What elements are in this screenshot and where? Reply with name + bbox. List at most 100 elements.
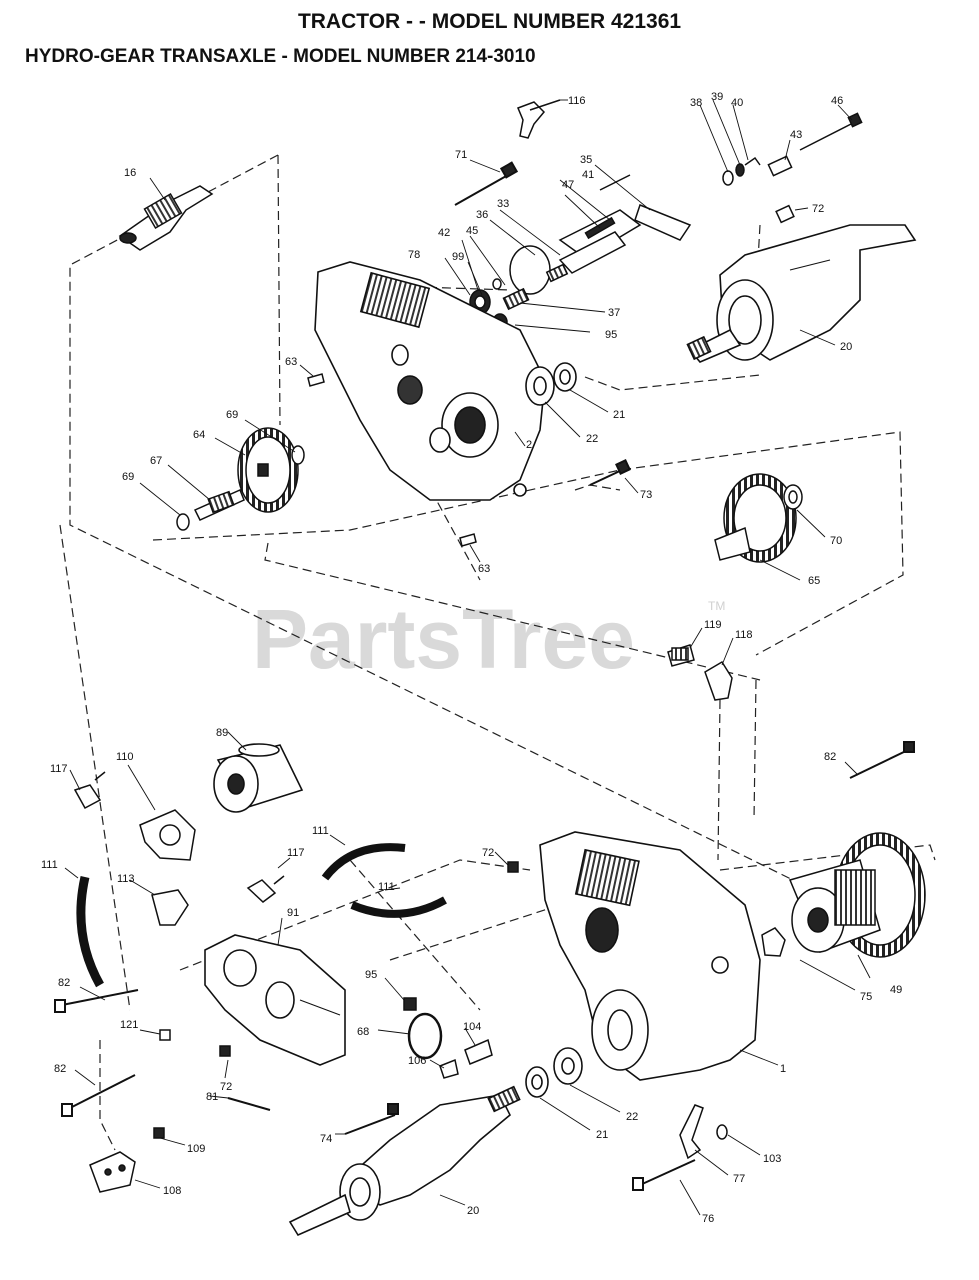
callout-118: 118 (735, 629, 753, 641)
part-74-bolt[interactable] (344, 1103, 399, 1135)
callout-65: 65 (808, 575, 820, 587)
part-95-plug-lower[interactable] (403, 997, 417, 1011)
part-117-fitting-right[interactable] (246, 875, 285, 903)
part-103-washer[interactable] (716, 1124, 728, 1140)
part-76-bolt[interactable] (632, 1159, 696, 1191)
callout-109: 109 (187, 1143, 205, 1155)
callout-20-upper: 20 (840, 341, 852, 353)
part-77-lever[interactable] (679, 1104, 704, 1160)
part-118-elbow[interactable] (704, 660, 733, 701)
part-104-fitting[interactable] (464, 1038, 493, 1065)
part-70-washer[interactable] (783, 484, 803, 510)
callout-69-right: 69 (226, 409, 238, 421)
callout-69-left: 69 (122, 471, 134, 483)
part-69-washer-left[interactable] (176, 513, 190, 531)
part-119-fitting[interactable] (667, 644, 695, 667)
callout-41: 41 (582, 169, 594, 181)
part-68-o-ring[interactable] (407, 1012, 443, 1060)
callout-63-lower: 63 (478, 563, 490, 575)
callout-95-lower: 95 (365, 969, 377, 981)
pins-and-washers[interactable] (722, 112, 863, 186)
part-82-bolt-left-upper[interactable] (54, 989, 139, 1013)
callout-75: 75 (860, 991, 872, 1003)
callout-64: 64 (193, 429, 205, 441)
callout-119: 119 (704, 619, 722, 631)
diagram-title: TRACTOR - - MODEL NUMBER 421361 (297, 10, 682, 33)
part-82-bolt-left-lower[interactable] (61, 1074, 136, 1117)
part-116-fitting[interactable] (517, 99, 561, 139)
callout-110: 110 (116, 751, 134, 763)
part-22-washer-lower[interactable] (553, 1047, 583, 1085)
callout-108: 108 (163, 1185, 181, 1197)
part-64-gear[interactable] (237, 427, 299, 513)
part-72-nut-middle[interactable] (507, 861, 519, 873)
part-121-plug[interactable] (159, 1029, 171, 1041)
callout-73: 73 (640, 489, 652, 501)
callout-labels: 116 38 39 40 46 16 71 35 43 47 41 72 33 … (41, 91, 902, 1225)
callout-22-upper: 22 (586, 433, 598, 445)
callout-113: 113 (117, 873, 135, 885)
callout-39: 39 (711, 91, 723, 103)
part-63-pin-lower[interactable] (459, 533, 477, 547)
part-72-nut-upper[interactable] (775, 204, 795, 224)
part-49-differential[interactable] (788, 832, 926, 958)
part-69-washer-right[interactable] (291, 445, 305, 465)
part-111-hose-lower[interactable] (350, 896, 447, 918)
callout-74: 74 (320, 1133, 332, 1145)
callout-72-lower: 72 (220, 1081, 232, 1093)
part-16-input-shaft[interactable] (118, 185, 214, 251)
callout-33: 33 (497, 198, 509, 210)
callout-78: 78 (408, 249, 420, 261)
part-20-axle-upper[interactable] (686, 224, 917, 363)
callout-82-left-upper: 82 (58, 977, 70, 989)
watermark-text: PartsTree (252, 592, 635, 686)
callout-106: 106 (408, 1055, 426, 1067)
callout-117-right: 117 (287, 847, 305, 859)
callout-1: 1 (780, 1063, 786, 1075)
callout-22-lower: 22 (626, 1111, 638, 1123)
callout-76: 76 (702, 1213, 714, 1225)
part-82-bolt-right[interactable] (849, 741, 915, 779)
part-75-washer[interactable] (761, 927, 786, 957)
part-20-axle-lower[interactable] (288, 1085, 521, 1237)
brake-linkage-assembly[interactable] (509, 174, 692, 295)
part-1-lower-housing[interactable] (539, 831, 761, 1081)
callout-89: 89 (216, 727, 228, 739)
part-71-bolt[interactable] (454, 161, 519, 206)
callout-49: 49 (890, 984, 902, 996)
callout-68: 68 (357, 1026, 369, 1038)
part-89-filter[interactable] (213, 743, 304, 813)
part-72-nut-lower-left[interactable] (219, 1045, 231, 1057)
diagram-subtitle: HYDRO-GEAR TRANSAXLE - MODEL NUMBER 214-… (25, 46, 536, 67)
part-110-adapter[interactable] (139, 809, 196, 861)
part-63-pin-upper[interactable] (307, 373, 325, 387)
part-113-elbow[interactable] (151, 889, 189, 926)
part-81-bolt[interactable] (227, 1097, 271, 1111)
part-73-bolt[interactable] (589, 459, 631, 486)
part-111-hose-left[interactable] (76, 876, 104, 988)
callout-121: 121 (120, 1019, 138, 1031)
part-91-pump-block[interactable] (204, 934, 346, 1066)
callout-47: 47 (562, 179, 574, 191)
callout-21-lower: 21 (596, 1129, 608, 1141)
part-2-main-housing[interactable] (314, 261, 546, 501)
part-106-fitting[interactable] (439, 1058, 459, 1079)
part-21-washer-lower[interactable] (525, 1066, 549, 1098)
part-21-washer-upper[interactable] (553, 362, 577, 392)
part-109-plug[interactable] (153, 1127, 165, 1139)
callout-72-middle: 72 (482, 847, 494, 859)
part-111-hose-upper[interactable] (321, 843, 406, 881)
part-67-shaft[interactable] (193, 488, 245, 521)
callout-77: 77 (733, 1173, 745, 1185)
callout-43: 43 (790, 129, 802, 141)
part-108-bracket[interactable] (89, 1151, 136, 1193)
leader-lines (64, 99, 871, 1216)
part-65-gear[interactable] (714, 473, 797, 563)
callout-104: 104 (463, 1021, 481, 1033)
part-117-fitting-left[interactable] (73, 771, 106, 810)
callout-2: 2 (526, 439, 532, 451)
part-22-washer-upper[interactable] (525, 366, 555, 406)
callout-81: 81 (206, 1091, 218, 1103)
callout-37: 37 (608, 307, 620, 319)
